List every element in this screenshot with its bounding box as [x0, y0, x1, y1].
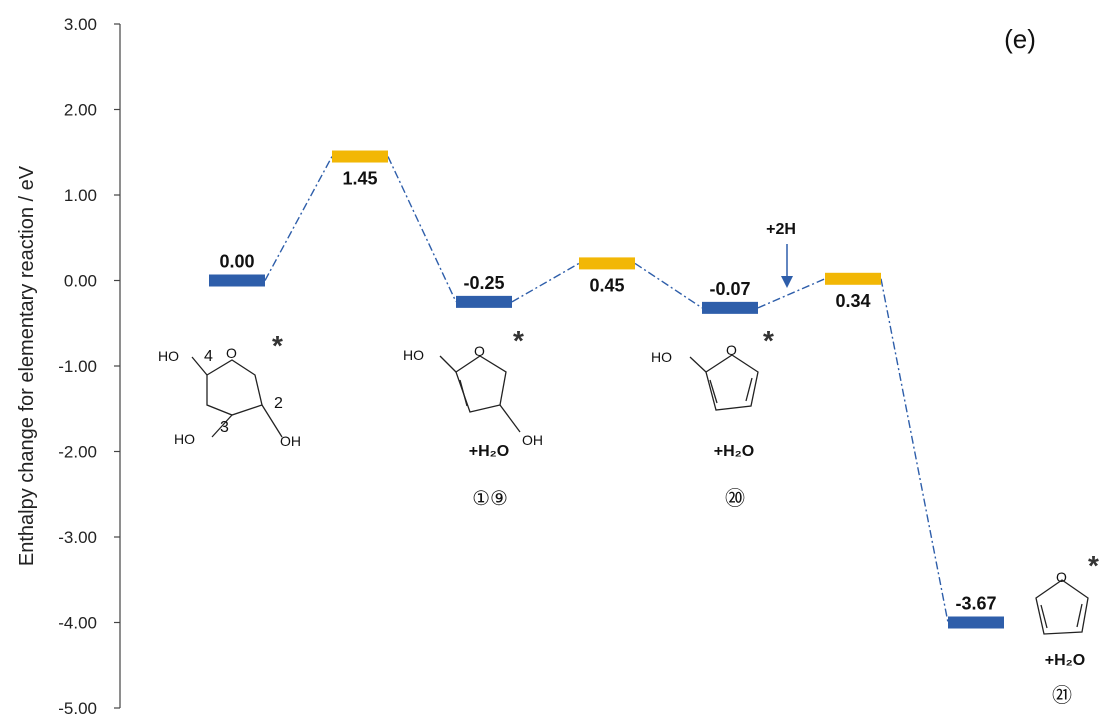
transition-state-bar	[579, 257, 635, 270]
transition-state-bar	[332, 150, 388, 163]
mol1-ho-top: HO	[158, 348, 179, 364]
mol21-water: +H₂O	[1045, 652, 1085, 669]
compound-21-label: ㉑	[1052, 684, 1072, 707]
intermediate-bar	[948, 616, 1004, 629]
add-2h-annotation: +2H	[766, 221, 796, 288]
mol1-star: *	[272, 330, 283, 361]
level-value-label: -0.07	[709, 279, 750, 299]
level-value-label: 0.00	[219, 252, 254, 272]
y-tick-label: -5.00	[58, 699, 97, 714]
mol1-oh: OH	[280, 433, 301, 449]
mol20-ho: HO	[651, 349, 672, 365]
molecule-19: HO O OH * +H₂O ①⑨	[403, 325, 543, 510]
mol1-c3: 3	[220, 419, 229, 436]
mol19-oh: OH	[522, 432, 543, 448]
level-value-label: 0.45	[589, 275, 624, 295]
mol20-star: *	[763, 325, 774, 356]
mol19-star: *	[513, 325, 524, 356]
connector-line	[757, 278, 826, 309]
mol21-o: O	[1056, 569, 1067, 585]
connector-line	[880, 278, 949, 623]
energy-levels	[209, 150, 1004, 629]
y-ticks: 3.00 2.00 1.00 0.00 -1.00 -2.00 -3.00 -4.00 -5.0…	[58, 15, 120, 714]
mol19-ho: HO	[403, 347, 424, 363]
transition-state-bar	[825, 272, 881, 285]
y-tick-label: -1.00	[58, 357, 97, 376]
connector-line	[511, 262, 580, 303]
mol1-c2: 2	[274, 395, 283, 412]
mol1-ho-bottom: HO	[174, 431, 195, 447]
intermediate-bar	[702, 301, 758, 314]
connector-line	[264, 156, 333, 281]
mol20-o: O	[726, 342, 737, 358]
y-tick-label: 2.00	[64, 101, 97, 120]
molecule-21: O * +H₂O ㉑	[1035, 550, 1099, 707]
compound-19-label: ①⑨	[472, 488, 508, 510]
add-2h-label: +2H	[766, 221, 796, 238]
y-axis-label: Enthalpy change for elementary reaction …	[16, 165, 38, 566]
connector-line	[634, 262, 703, 309]
connector-lines	[264, 156, 949, 623]
connector-line	[387, 156, 457, 303]
level-value-label: 0.34	[835, 291, 870, 311]
mol19-o: O	[474, 343, 485, 359]
mol20-water: +H₂O	[714, 443, 754, 460]
mol1-o: O	[226, 345, 237, 361]
molecule-start: HO 4 O 2 3 HO OH *	[158, 330, 301, 449]
level-value-label: -3.67	[955, 594, 996, 614]
intermediate-bar	[209, 274, 265, 287]
molecule-20: HO O * +H₂O ⑳	[651, 325, 774, 510]
mol21-star: *	[1088, 550, 1099, 581]
mol19-water: +H₂O	[469, 443, 509, 460]
value-labels: 0.00 1.45 -0.25 0.45 -0.07 0.34 -3.67	[219, 169, 996, 614]
level-value-label: 1.45	[342, 169, 377, 189]
compound-20-label: ⑳	[725, 487, 745, 510]
panel-label: (e)	[1004, 24, 1036, 54]
y-tick-label: 0.00	[64, 272, 97, 291]
y-tick-label: 3.00	[64, 15, 97, 34]
level-value-label: -0.25	[463, 273, 504, 293]
y-tick-label: 1.00	[64, 186, 97, 205]
y-tick-label: -2.00	[58, 443, 97, 462]
y-tick-label: -4.00	[58, 614, 97, 633]
add-2h-arrowhead	[781, 276, 793, 288]
intermediate-bar	[456, 295, 512, 308]
mol1-c4: 4	[204, 348, 213, 365]
y-tick-label: -3.00	[58, 528, 97, 547]
